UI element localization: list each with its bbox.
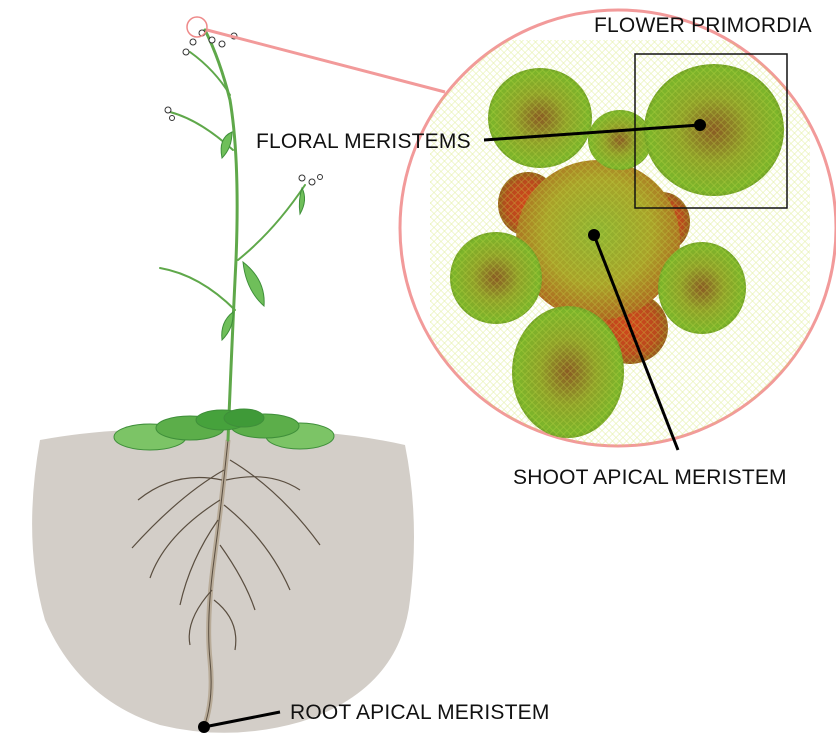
zoom-origin-marker: [187, 17, 207, 37]
shoot-apical-meristem-label: SHOOT APICAL MERISTEM: [513, 466, 787, 489]
stem: [160, 30, 305, 440]
root-apical-meristem-label: ROOT APICAL MERISTEM: [290, 701, 550, 724]
inflorescence-meristem-image: [430, 40, 810, 460]
zoom-view: [400, 10, 836, 460]
floral-meristems-label: FLORAL MERISTEMS: [256, 130, 471, 153]
flower-primordia-label: FLOWER PRIMORDIA: [594, 14, 812, 37]
zoom-connector: [207, 30, 445, 92]
